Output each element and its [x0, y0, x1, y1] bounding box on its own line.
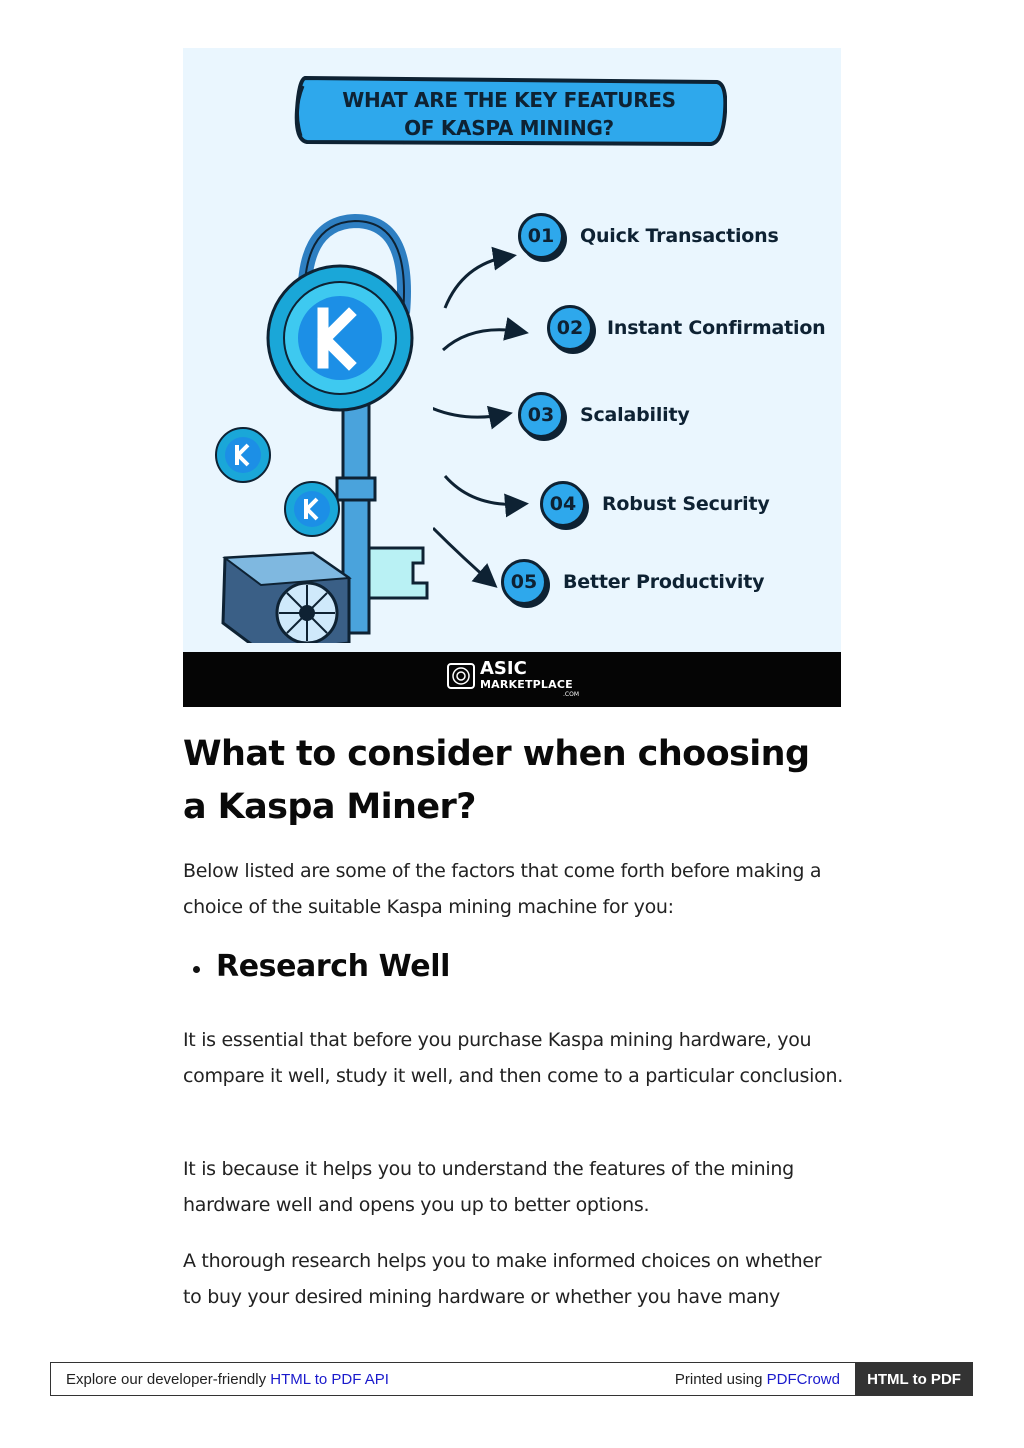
brand-name: ASIC — [480, 658, 527, 679]
brand-bar: ASIC MARKETPLACE .COM — [183, 652, 841, 707]
feature-item: 04 Robust Security — [540, 481, 770, 527]
brand-subtitle: MARKETPLACE — [480, 678, 573, 691]
print-footer: Explore our developer-friendly HTML to P… — [50, 1362, 973, 1396]
feature-label: Instant Confirmation — [607, 317, 826, 339]
feature-label: Quick Transactions — [580, 225, 779, 247]
banner-line-1: WHAT ARE THE KEY FEATURES — [342, 88, 676, 112]
feature-number-badge: 01 — [518, 213, 564, 259]
footer-right: Printed using PDFCrowd — [675, 1371, 840, 1388]
title-banner-shape — [294, 75, 727, 147]
pdfcrowd-link[interactable]: PDFCrowd — [766, 1371, 840, 1388]
feature-item: 01 Quick Transactions — [518, 213, 779, 259]
html-to-pdf-button[interactable]: HTML to PDF — [855, 1362, 973, 1396]
banner-line-2: OF KASPA MINING? — [404, 116, 614, 140]
footer-left-text: Explore our developer-friendly — [66, 1371, 271, 1388]
feature-number-badge: 03 — [518, 392, 564, 438]
feature-label: Better Productivity — [563, 571, 765, 593]
asic-chip-logo-icon — [447, 663, 475, 689]
intro-paragraph: Below listed are some of the factors tha… — [183, 860, 822, 918]
feature-number-badge: 04 — [540, 481, 586, 527]
banner-title: WHAT ARE THE KEY FEATURES OF KASPA MININ… — [291, 86, 727, 142]
feature-arrows — [433, 246, 529, 588]
feature-number-badge: 02 — [547, 305, 593, 351]
section-subheading: Research Well — [216, 949, 451, 984]
article-heading: What to consider when choosing a Kaspa M… — [183, 734, 810, 827]
body-paragraph: It is because it helps you to understand… — [183, 1158, 794, 1216]
kaspa-key-illustration — [215, 213, 429, 643]
body-paragraph: A thorough research helps you to make in… — [183, 1250, 822, 1308]
feature-label: Scalability — [580, 404, 690, 426]
bullet-dot — [193, 965, 200, 973]
feature-item: 02 Instant Confirmation — [547, 305, 826, 351]
footer-left: Explore our developer-friendly HTML to P… — [66, 1371, 389, 1388]
bullet-list-item: Research Well — [183, 943, 450, 991]
feature-item: 05 Better Productivity — [501, 559, 765, 605]
feature-label: Robust Security — [602, 493, 770, 515]
kaspa-features-infographic: WHAT ARE THE KEY FEATURES OF KASPA MININ… — [183, 48, 841, 707]
feature-item: 03 Scalability — [518, 392, 690, 438]
body-paragraph: It is essential that before you purchase… — [183, 1029, 843, 1087]
html-to-pdf-api-link[interactable]: HTML to PDF API — [270, 1371, 389, 1388]
footer-right-text: Printed using — [674, 1371, 767, 1388]
feature-number-badge: 05 — [501, 559, 547, 605]
brand-domain: .COM — [563, 691, 579, 698]
